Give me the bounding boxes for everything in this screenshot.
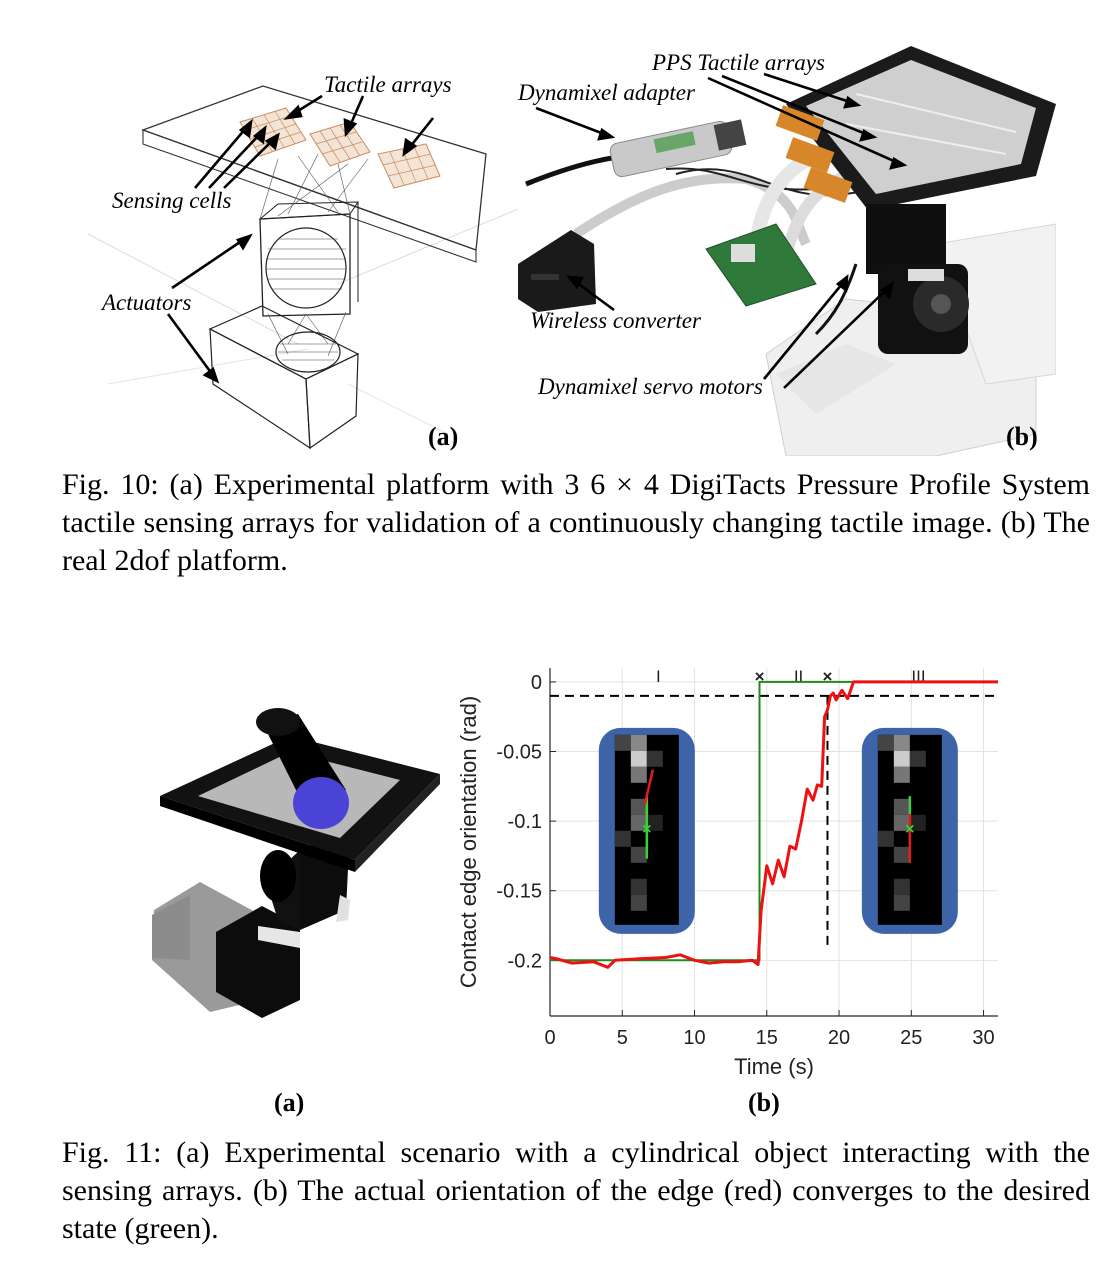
y-tick-label: -0.1 — [508, 811, 542, 833]
y-tick-label: -0.05 — [496, 742, 542, 764]
tactile-cell — [909, 814, 926, 831]
x-tick-label: 20 — [828, 1027, 850, 1049]
x-tick-label: 30 — [972, 1027, 994, 1049]
fig11-sublabel-a: (a) — [274, 1088, 305, 1117]
fig10-panel-b: PPS Tactile arrays Dynamixel adapter Wir… — [516, 44, 1057, 457]
label-tactile-arrays: Tactile arrays — [324, 72, 452, 97]
label-pps-tactile-arrays: PPS Tactile arrays — [652, 50, 825, 75]
fig10-sublabel-a: (a) — [428, 422, 459, 451]
tactile-cell — [893, 766, 910, 783]
x-tick-label: 0 — [544, 1027, 555, 1049]
label-actuators: Actuators — [102, 290, 192, 315]
tactile-cell — [614, 830, 631, 847]
fig11-sublabel-b: (b) — [748, 1088, 780, 1117]
tactile-cell — [646, 750, 663, 767]
tactile-cell — [614, 734, 631, 751]
tactile-cell — [893, 750, 910, 767]
x-tick-label: 5 — [617, 1027, 628, 1049]
tactile-cell — [630, 878, 647, 895]
tactile-cell — [630, 894, 647, 911]
tactile-cell — [893, 894, 910, 911]
centroid-marker: × — [905, 821, 914, 838]
tactile-cell — [893, 814, 910, 831]
label-dynamixel-servo-motors: Dynamixel servo motors — [538, 374, 763, 399]
fig10-panel-a: Tactile arrays Sensing cells Actuators (… — [87, 44, 519, 456]
tactile-cell — [893, 734, 910, 751]
x-tick-label: 15 — [756, 1027, 778, 1049]
tactile-cell — [877, 830, 894, 847]
phase-marker: × — [823, 667, 833, 686]
phase-label: I — [656, 667, 661, 686]
tactile-cell — [630, 766, 647, 783]
tactile-cell — [893, 846, 910, 863]
y-axis-label: Contact edge orientation (rad) — [456, 696, 481, 988]
y-tick-label: -0.2 — [508, 950, 542, 972]
centroid-marker: × — [642, 821, 651, 838]
label-wireless-converter: Wireless converter — [530, 308, 701, 333]
actual-edge-line — [643, 769, 655, 805]
tactile-cell — [909, 750, 926, 767]
x-tick-label: 10 — [683, 1027, 705, 1049]
series-actual-line — [549, 680, 998, 969]
tactile-cell — [893, 878, 910, 895]
fig10-caption: Fig. 10: (a) Experimental platform with … — [62, 468, 1090, 577]
phase-label: II — [794, 667, 803, 686]
tactile-cell — [630, 798, 647, 815]
real-platform-photo — [518, 46, 1057, 457]
fig10-sublabel-b: (b) — [1006, 422, 1038, 451]
tactile-cell — [630, 814, 647, 831]
tactile-cell — [630, 750, 647, 767]
label-dynamixel-adapter: Dynamixel adapter — [518, 80, 695, 105]
fig11-caption: Fig. 11: (a) Experimental scenario with … — [62, 1136, 1090, 1245]
label-sensing-cells: Sensing cells — [112, 188, 232, 213]
y-tick-label: 0 — [531, 672, 542, 694]
platform-wireframe-drawing — [87, 85, 519, 450]
cylinder-scenario-render — [152, 708, 440, 1018]
tactile-cell — [893, 798, 910, 815]
y-tick-label: -0.15 — [496, 881, 542, 903]
x-axis-label: Time (s) — [734, 1054, 814, 1079]
tactile-cell — [630, 846, 647, 863]
tactile-cell — [630, 734, 647, 751]
tactile-cell — [877, 734, 894, 751]
tactile-cell — [646, 814, 663, 831]
fig11-panel-a: (a) — [150, 700, 450, 1117]
x-tick-label: 25 — [900, 1027, 922, 1049]
phase-marker: × — [755, 667, 765, 686]
